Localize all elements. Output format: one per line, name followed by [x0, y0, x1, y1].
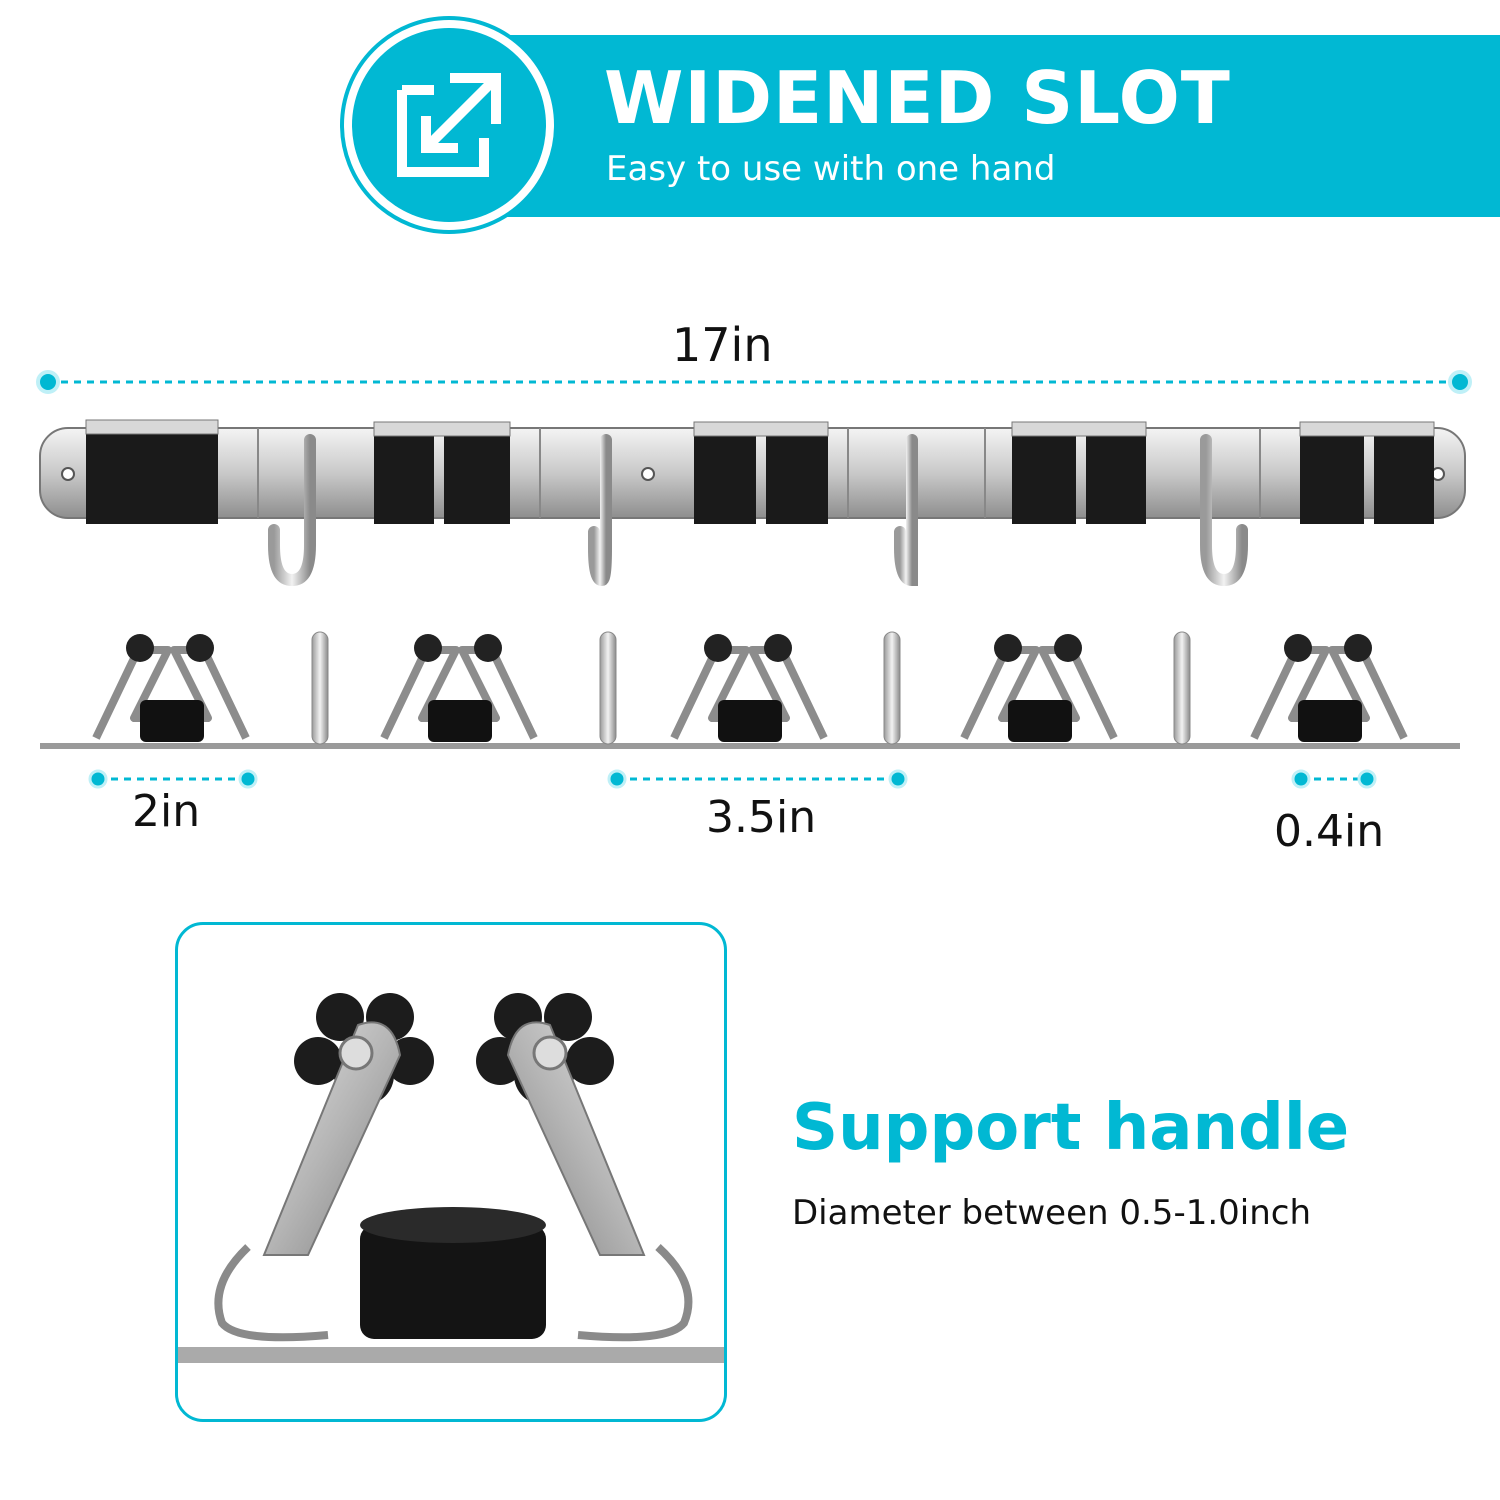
clip-1	[85, 419, 219, 524]
resize-arrow-icon	[397, 73, 501, 177]
clip-3	[693, 421, 829, 524]
feature-title: Support handle	[792, 1091, 1350, 1165]
rack-top-view	[40, 632, 1460, 749]
spacing-dimension-line	[607, 769, 908, 789]
badge	[352, 28, 546, 222]
top-clip	[92, 634, 250, 742]
hook-4	[1200, 434, 1248, 587]
clip-4	[1011, 421, 1147, 524]
feature-description: Diameter between 0.5-1.0inch	[792, 1193, 1312, 1233]
length-dimension-line	[36, 370, 1472, 394]
rack-front-view	[39, 419, 1466, 587]
hook-2	[588, 434, 612, 587]
banner-title: WIDENED SLOT	[604, 56, 1231, 140]
banner-subtitle: Easy to use with one hand	[606, 149, 1056, 189]
hook-3	[894, 434, 918, 587]
clip-width-label: 2in	[132, 786, 201, 837]
title-banner	[450, 35, 1500, 217]
clip-2	[373, 421, 511, 524]
clip-detail-panel	[175, 922, 727, 1422]
slot-width-label: 0.4in	[1274, 806, 1385, 857]
spacing-label: 3.5in	[706, 792, 817, 843]
clip-closeup-illustration	[178, 993, 724, 1363]
product-illustration	[36, 370, 1472, 789]
length-label: 17in	[672, 318, 773, 372]
clip-width-dimension-line	[88, 769, 258, 789]
clip-5	[1299, 421, 1435, 524]
hook-1	[268, 434, 316, 587]
slot-width-dimension-line	[1291, 769, 1377, 789]
